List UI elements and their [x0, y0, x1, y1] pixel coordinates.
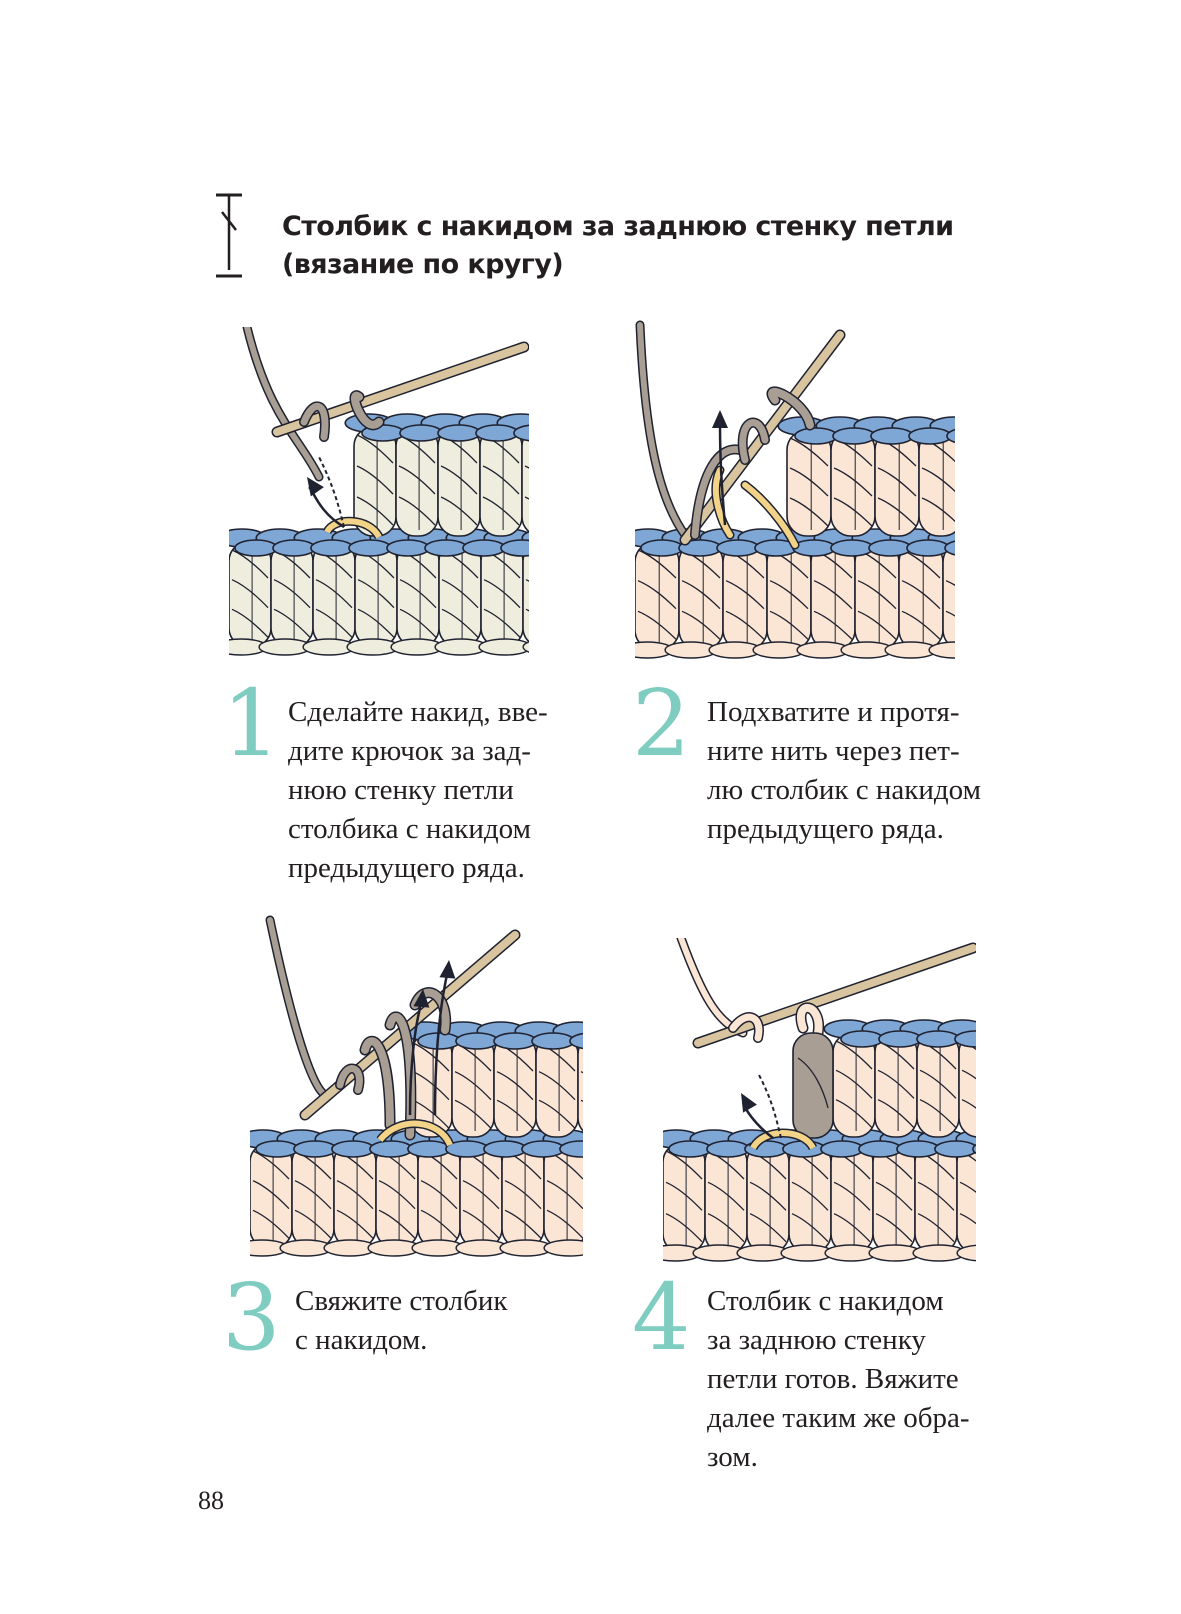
step-1-line: предыдущего ряда.	[288, 852, 525, 884]
stitch-post	[417, 1142, 461, 1249]
crochet-finished-stitch-icon	[663, 938, 976, 1262]
stitch-post	[786, 429, 832, 537]
stitch-post	[704, 1142, 748, 1254]
stitch-post	[788, 1142, 832, 1254]
yarn-strand	[676, 938, 748, 1038]
step-4-line: Столбик с накидом	[707, 1285, 944, 1317]
stitch-post	[333, 1142, 377, 1249]
step-2-line: Подхватите и протя-	[707, 696, 960, 728]
stitch-post	[451, 1034, 495, 1138]
step-2-illustration	[635, 320, 955, 666]
new-stitch	[792, 1032, 834, 1139]
stitch-post	[854, 541, 900, 651]
step-2-instructions: Подхватите и протя- ните нить через пет-…	[707, 693, 981, 849]
stitch-post	[250, 1142, 293, 1249]
stitch-post	[501, 1142, 545, 1249]
step-3-instructions: Свяжите столбик с накидом.	[295, 1282, 507, 1360]
stitch-post	[746, 1142, 790, 1254]
stitch-post	[832, 1032, 876, 1138]
stitch-post	[663, 1142, 706, 1254]
stitch-post	[437, 426, 481, 537]
stitch-post	[522, 546, 529, 643]
page-title: Столбик с накидом за заднюю стенку петли…	[282, 208, 1042, 284]
stitch-post	[577, 1040, 583, 1132]
stitch-post	[375, 1142, 419, 1249]
stitch-post	[958, 1032, 976, 1138]
stitch-post	[874, 1032, 918, 1138]
step-2-line: предыдущего ряда.	[707, 813, 944, 845]
step-1-line: столбика с накидом	[288, 813, 531, 845]
page-number: 88	[198, 1486, 224, 1515]
stitch-post	[635, 541, 680, 651]
stitch-post	[956, 1142, 976, 1254]
stitch-post	[872, 1142, 916, 1254]
stitch-post	[493, 1034, 537, 1138]
stitch-post	[830, 429, 876, 537]
step-1-line: Сделайте накид, вве-	[288, 696, 548, 728]
step-number-4: 4	[632, 1264, 691, 1371]
stitch-post	[438, 541, 482, 648]
step-4-line: за заднюю стенку	[707, 1324, 926, 1356]
stitch-post	[898, 541, 944, 651]
step-1-illustration	[229, 327, 529, 664]
stitch-post	[229, 541, 272, 648]
stitch-post	[396, 541, 440, 648]
step-2-line: ните нить через пет-	[707, 735, 960, 767]
step-1-line: нюю стенку петли	[288, 774, 514, 806]
step-number-3: 3	[222, 1264, 281, 1371]
step-number-1: 1	[222, 670, 281, 777]
step-4-line: зом.	[707, 1441, 758, 1473]
step-4-line: петли готов. Вяжите	[707, 1363, 959, 1395]
stitch-post	[354, 541, 398, 648]
stitch-post	[942, 542, 955, 650]
step-4-line: далее таким же обра-	[707, 1402, 970, 1434]
title-line-2: (вязание по кругу)	[282, 249, 564, 280]
stitch-post	[830, 1142, 874, 1254]
step-3-illustration	[250, 915, 583, 1263]
crochet-pull-through-icon	[635, 320, 955, 659]
step-4-illustration	[663, 938, 976, 1263]
step-number-2: 2	[632, 670, 691, 777]
crochet-hook-insert-back-loop-icon	[229, 327, 529, 656]
step-2-line: лю столбик с накидом	[707, 774, 981, 806]
stitch-post	[916, 1032, 960, 1138]
stitch-post	[459, 1142, 503, 1249]
stitch-post	[395, 426, 439, 537]
stitch-post	[766, 541, 812, 651]
stitch-post	[810, 541, 856, 651]
stitch-post	[270, 541, 314, 648]
step-1-line: дите крючок за зад-	[288, 735, 531, 767]
stitch-post	[312, 541, 356, 648]
crochet-complete-stitch-icon	[250, 915, 583, 1257]
direction-arrow	[433, 969, 450, 1116]
step-4-instructions: Столбик с накидом за заднюю стенку петли…	[707, 1282, 970, 1477]
title-line-1: Столбик с накидом за заднюю стенку петли	[282, 211, 954, 242]
stitch-post	[722, 541, 768, 651]
step-3-line: с накидом.	[295, 1324, 428, 1356]
step-1-instructions: Сделайте накид, вве- дите крючок за зад-…	[288, 693, 548, 888]
stitch-post	[874, 429, 920, 537]
double-crochet-symbol-icon	[216, 193, 242, 278]
direction-arrow	[408, 999, 424, 1116]
stitch-post	[914, 1142, 958, 1254]
step-3-line: Свяжите столбик	[295, 1285, 508, 1317]
stitch-post	[535, 1034, 579, 1138]
stitch-post	[521, 430, 529, 533]
stitch-post	[480, 541, 524, 648]
stitch-post	[678, 541, 724, 651]
stitch-post	[291, 1142, 335, 1249]
stitch-post	[479, 426, 523, 537]
